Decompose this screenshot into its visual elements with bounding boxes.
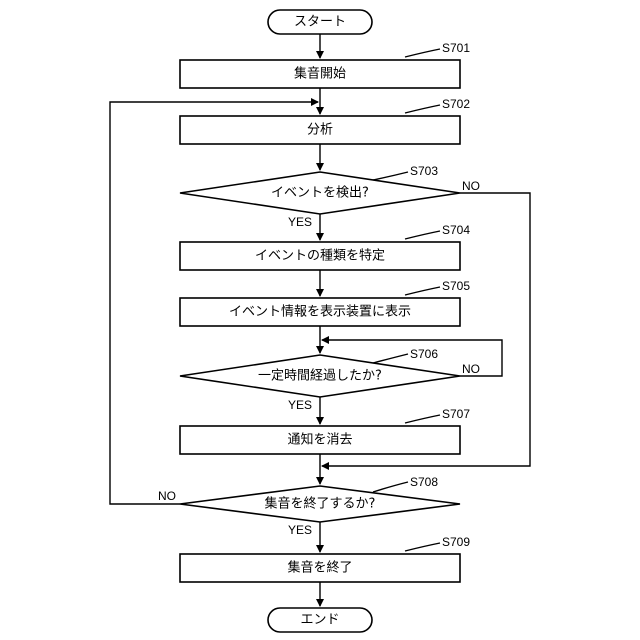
step-s709-box: 集音を終了 <box>180 554 460 582</box>
step-s709-id: S709 <box>442 535 470 549</box>
step-s709-label: 集音を終了 <box>287 560 352 576</box>
s703-yes-label: YES <box>288 215 312 229</box>
step-s704-box: イベントの種類を特定 <box>180 242 460 270</box>
s706-yes-label: YES <box>288 398 312 412</box>
step-s707-label: 通知を消去 <box>287 432 352 448</box>
step-s708-id: S708 <box>410 475 438 489</box>
end-terminal: エンド <box>268 608 372 632</box>
step-s706-decision: 一定時間経過したか? <box>180 355 460 397</box>
step-s701-id: S701 <box>442 41 470 55</box>
s708-yes-label: YES <box>288 523 312 537</box>
s706-no-label: NO <box>462 362 480 376</box>
step-s705-id: S705 <box>442 279 470 293</box>
step-s707-box: 通知を消去 <box>180 426 460 454</box>
step-s706-label: 一定時間経過したか? <box>258 369 382 384</box>
step-s701-label: 集音開始 <box>294 66 346 82</box>
step-s702-label: 分析 <box>307 123 333 138</box>
step-s704-id: S704 <box>442 223 470 237</box>
s703-no-label: NO <box>462 179 480 193</box>
end-label: エンド <box>300 613 339 628</box>
step-s708-decision: 集音を終了するか? <box>180 486 460 522</box>
step-s705-label: イベント情報を表示装置に表示 <box>229 305 411 320</box>
step-s703-label: イベントを検出? <box>271 186 369 201</box>
step-s707-id: S707 <box>442 407 470 421</box>
step-s704-label: イベントの種類を特定 <box>255 248 385 264</box>
start-terminal: スタート <box>268 10 372 34</box>
step-s702-box: 分析 <box>180 116 460 144</box>
step-s705-box: イベント情報を表示装置に表示 <box>180 298 460 326</box>
step-s701-box: 集音開始 <box>180 60 460 88</box>
s708-no-label: NO <box>158 489 176 503</box>
start-label: スタート <box>294 15 346 30</box>
step-s702-id: S702 <box>442 97 470 111</box>
step-s703-id: S703 <box>410 164 438 178</box>
step-s706-id: S706 <box>410 347 438 361</box>
step-s703-decision: イベントを検出? <box>180 172 460 214</box>
step-s708-label: 集音を終了するか? <box>265 496 376 512</box>
